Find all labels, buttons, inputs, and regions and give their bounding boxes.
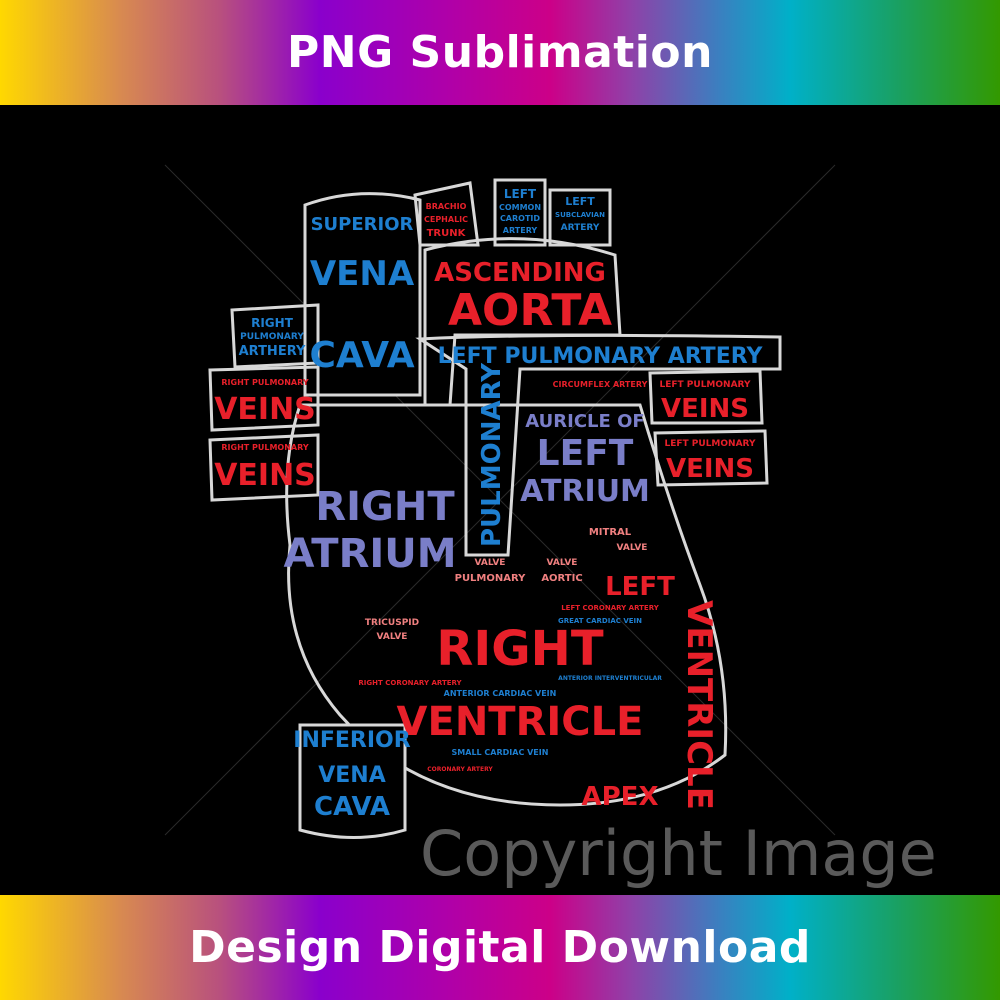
label-coronary-1: RIGHT CORONARY ARTERY xyxy=(358,679,462,687)
label-lpv2-1: LEFT PULMONARY xyxy=(664,439,755,449)
top-banner: PNG Sublimation xyxy=(0,0,1000,105)
heart-illustration: SUPERIOR VENA CAVA RIGHT PULMONARY ARTHE… xyxy=(164,164,836,839)
label-rpv2-1: RIGHT PULMONARY xyxy=(221,443,308,452)
label-valve-7: TRICUSPID xyxy=(365,618,419,628)
label-lpv2-2: VEINS xyxy=(666,454,754,484)
label-left-atrium-1: LEFT xyxy=(537,433,634,474)
label-valve-5: MITRAL xyxy=(589,527,632,538)
label-valve-2: PULMONARY xyxy=(455,573,527,584)
label-rpa-3: ARTHERY xyxy=(239,344,306,359)
label-pulmonary: PULMONARY xyxy=(477,362,507,547)
label-aorta: AORTA xyxy=(448,285,612,336)
label-coronary-5: ANTERIOR CARDIAC VEIN xyxy=(444,689,557,698)
bottom-banner-text: Design Digital Download xyxy=(189,922,811,973)
label-auricle: AURICLE OF xyxy=(525,411,644,432)
label-bct-2: CEPHALIC xyxy=(424,215,468,224)
label-valve-8: VALVE xyxy=(377,632,408,642)
label-vena: VENA xyxy=(310,254,415,294)
label-lcc-2: COMMON xyxy=(499,203,541,212)
label-bct-1: BRACHIO xyxy=(426,202,467,211)
top-banner-text: PNG Sublimation xyxy=(287,27,713,78)
heart-artwork: SUPERIOR VENA CAVA RIGHT PULMONARY ARTHE… xyxy=(0,105,1000,895)
label-rpa-1: RIGHT xyxy=(251,316,294,330)
bottom-banner: Design Digital Download xyxy=(0,895,1000,1000)
heart-outline xyxy=(208,178,782,839)
label-inferior: INFERIOR xyxy=(293,728,410,753)
label-ivc-vena: VENA xyxy=(318,763,386,788)
label-lpa: LEFT PULMONARY ARTERY xyxy=(438,344,764,369)
label-circumflex: CIRCUMFLEX ARTERY xyxy=(553,380,648,389)
label-coronary-6: SMALL CARDIAC VEIN xyxy=(452,748,549,757)
label-rpv2-2: VEINS xyxy=(214,458,316,493)
label-valve-6: VALVE xyxy=(617,543,648,553)
label-atrium: ATRIUM xyxy=(283,531,456,577)
label-valve-4: AORTIC xyxy=(541,573,582,584)
label-right: RIGHT xyxy=(315,484,455,530)
watermark-text: Copyright Image xyxy=(420,817,937,890)
label-lsa-3: ARTERY xyxy=(561,223,600,233)
label-lcc-4: ARTERY xyxy=(503,226,538,235)
label-lpv1-2: VEINS xyxy=(661,394,749,424)
label-lv-ventricle: VENTRICLE xyxy=(679,600,719,810)
label-superior: SUPERIOR xyxy=(311,214,414,235)
label-rv-ventricle: VENTRICLE xyxy=(397,699,644,745)
label-valve-1: VALVE xyxy=(475,558,506,568)
watermark-cross xyxy=(164,164,836,836)
label-rpa-2: PULMONARY xyxy=(240,332,304,342)
label-lsa-1: LEFT xyxy=(565,195,595,208)
label-rpv1-2: VEINS xyxy=(214,392,316,427)
label-coronary-3: GREAT CARDIAC VEIN xyxy=(558,617,642,625)
label-ascending: ASCENDING xyxy=(434,258,606,288)
label-coronary-7: CORONARY ARTERY xyxy=(427,766,493,773)
label-lv-left: LEFT xyxy=(605,572,675,602)
label-lcc-1: LEFT xyxy=(504,187,537,201)
label-rv-right: RIGHT xyxy=(436,621,603,677)
label-rpv1-1: RIGHT PULMONARY xyxy=(221,378,308,387)
label-apex: APEX xyxy=(582,782,659,812)
label-lcc-3: CAROTID xyxy=(500,214,540,223)
label-lsa-2: SUBCLAVIAN xyxy=(555,211,605,219)
label-lpv1-1: LEFT PULMONARY xyxy=(659,380,750,390)
label-coronary-2: LEFT CORONARY ARTERY xyxy=(561,604,660,612)
label-left-atrium-2: ATRIUM xyxy=(520,474,650,509)
label-ivc-cava: CAVA xyxy=(314,792,390,822)
label-valve-3: VALVE xyxy=(547,558,578,568)
label-bct-3: TRUNK xyxy=(427,228,467,239)
label-cava: CAVA xyxy=(309,335,414,376)
label-coronary-4: ANTERIOR INTERVENTRICULAR xyxy=(558,675,662,682)
